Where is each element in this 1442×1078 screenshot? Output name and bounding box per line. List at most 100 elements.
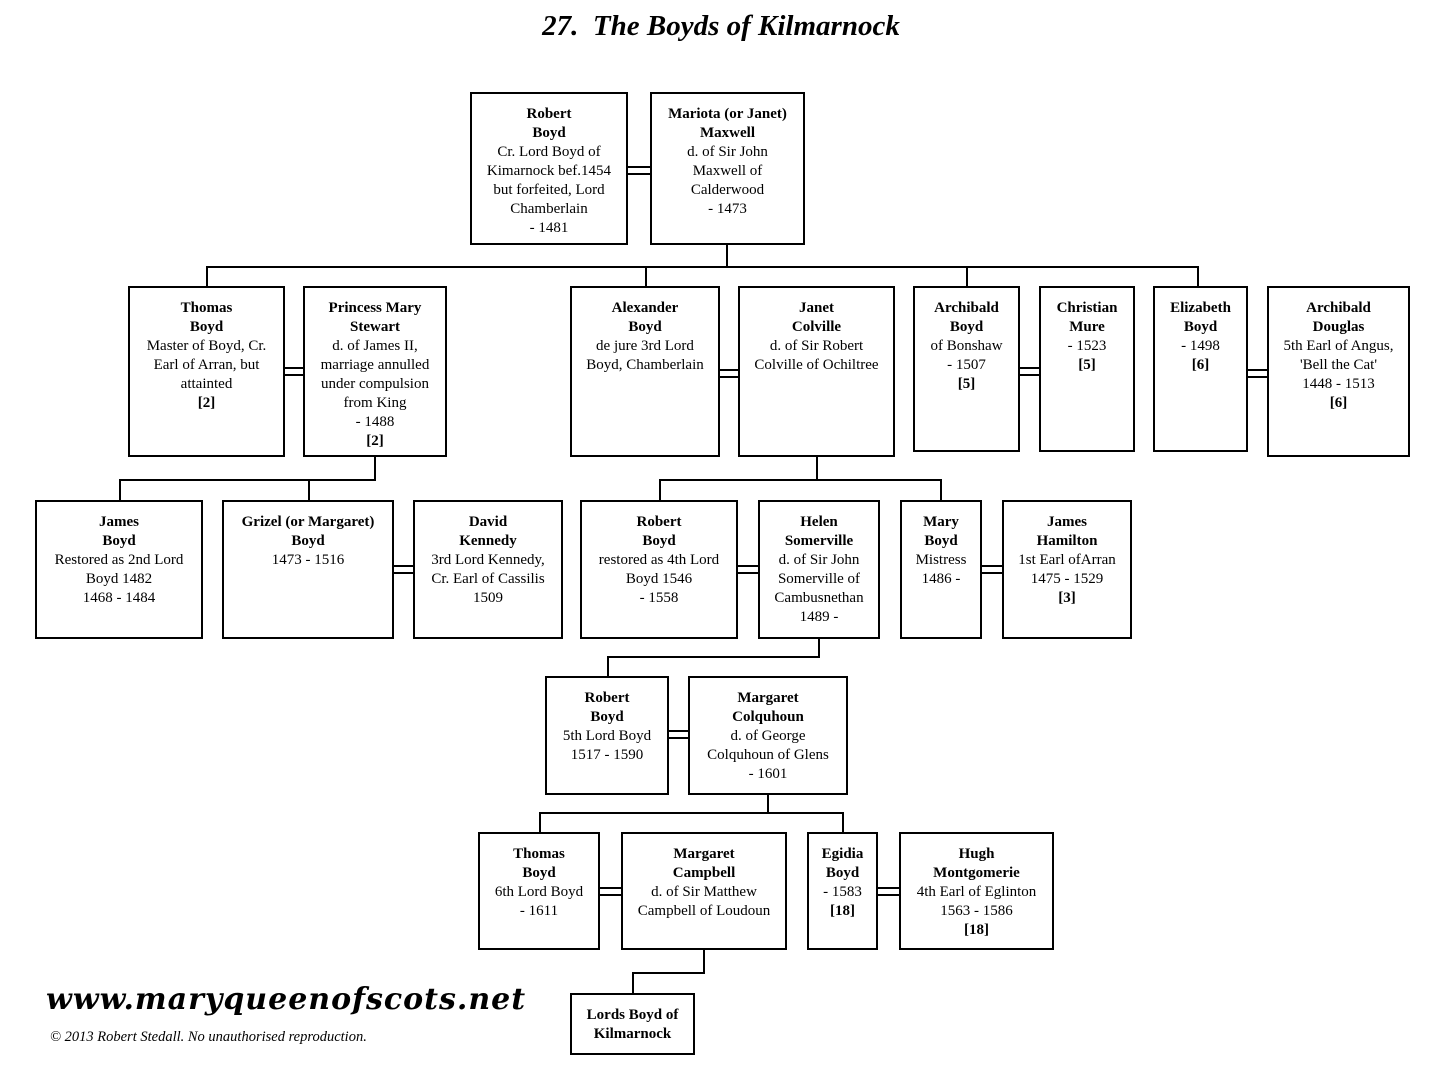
person-text-line: Boyd <box>532 125 566 141</box>
person-text-line: 1st Earl ofArran <box>1018 552 1116 568</box>
person-text-line: Kilmarnock <box>593 1026 672 1042</box>
person-text-line: - 1601 <box>748 766 788 782</box>
marriage-double-line <box>878 887 899 896</box>
marriage-double-line <box>600 887 621 896</box>
person-text-line: Colville of Ochiltree <box>754 357 879 373</box>
descent-connector-line <box>374 457 376 479</box>
person-text-line: Boyd <box>825 865 860 881</box>
descent-connector-line <box>818 639 820 656</box>
person-text-line: Egidia <box>821 846 864 862</box>
person-text-line: Grizel (or Margaret) <box>241 514 375 530</box>
person-text-line: Somerville of <box>777 571 861 587</box>
person-text-line: Campbell of Loudoun <box>637 903 771 919</box>
person-text-line: David <box>468 514 508 530</box>
person-text-line: Margaret <box>673 846 735 862</box>
person-text-line: 1563 - 1586 <box>940 903 1013 919</box>
person-text-line: Princess Mary <box>328 300 422 316</box>
person-text-line: Mary <box>923 514 959 530</box>
person-text-line: 5th Lord Boyd <box>562 728 652 744</box>
marriage-double-line <box>628 166 650 175</box>
person-text-line: marriage annulled <box>320 357 430 373</box>
marriage-double-line <box>394 565 413 574</box>
person-text-line: Douglas <box>1312 319 1365 335</box>
person-text-line: Robert <box>636 514 682 530</box>
descent-connector-line <box>940 479 942 500</box>
person-text-line: - 1611 <box>519 903 559 919</box>
person-text-line: Robert <box>584 690 630 706</box>
descent-connector-line <box>539 812 843 814</box>
person-text-line: James <box>99 514 139 530</box>
person-text-line: under compulsion <box>321 376 429 392</box>
person-text-line: Thomas <box>180 300 233 316</box>
person-text-line: - 1488 <box>355 414 395 430</box>
person-text-line: Maxwell of <box>692 163 763 179</box>
person-text-line: 1517 - 1590 <box>570 747 644 763</box>
marriage-double-line <box>669 730 688 739</box>
person-text-line: - 1481 <box>529 220 569 236</box>
watermark-site-text: www.maryqueenofscots.net <box>46 982 527 1017</box>
person-text-line: 1489 - <box>799 609 839 625</box>
descent-connector-line <box>632 972 705 974</box>
descent-connector-line <box>607 656 609 676</box>
descent-connector-line <box>767 795 769 812</box>
person-text-line: Archibald <box>1306 300 1371 316</box>
person-text-line: Cr. Earl of Cassilis <box>431 571 545 587</box>
person-text-line: Alexander <box>611 300 679 316</box>
person-text-line: Kennedy <box>459 533 517 549</box>
marriage-double-line <box>720 369 738 378</box>
person-text-line: d. of Sir Robert <box>769 338 864 354</box>
person-text-line: Colville <box>791 319 842 335</box>
person-text-line: 1486 - <box>921 571 961 587</box>
person-text-line: Earl of Arran, but <box>153 357 260 373</box>
person-text-line: de jure 3rd Lord <box>596 338 694 354</box>
person-text-line: Hamilton <box>1036 533 1098 549</box>
person-text-line: Colquhoun <box>732 709 804 725</box>
person-text-line: Colquhoun of Glens <box>707 747 829 763</box>
descent-connector-line <box>632 972 634 993</box>
person-text-line: - 1558 <box>639 590 679 606</box>
person-text-line: 'Bell the Cat' <box>1299 357 1378 373</box>
person-text-line: Boyd <box>522 865 556 881</box>
marriage-double-line <box>285 367 303 376</box>
person-text-line: Cr. Lord Boyd of <box>497 144 601 160</box>
person-text-line: Kimarnock bef.1454 <box>486 163 612 179</box>
page-title: 27. The Boyds of Kilmarnock <box>542 10 900 42</box>
marriage-double-line <box>1020 367 1039 376</box>
person-text-line: [3] <box>1058 590 1076 606</box>
marriage-double-line <box>738 565 758 574</box>
person-text-line: Maxwell <box>700 125 755 141</box>
descent-connector-line <box>206 266 1199 268</box>
person-text-line: d. of Sir Matthew <box>651 884 757 900</box>
person-text-line: Calderwood <box>690 182 765 198</box>
person-text-line: Lords Boyd of <box>586 1007 679 1023</box>
person-text-line: Margaret <box>737 690 799 706</box>
person-text-line: attainted <box>180 376 233 392</box>
person-text-line: [18] <box>830 903 855 919</box>
person-text-line: 1509 <box>473 590 503 606</box>
person-text-line: Boyd <box>590 709 624 725</box>
person-text-line: 3rd Lord Kennedy, <box>431 552 545 568</box>
descent-connector-line <box>119 479 121 500</box>
descent-connector-line <box>1197 266 1199 286</box>
copyright-text: © 2013 Robert Stedall. No unauthorised r… <box>50 1029 367 1045</box>
person-text-line: 6th Lord Boyd <box>494 884 584 900</box>
person-text-line: Elizabeth <box>1170 300 1231 316</box>
person-text-line: Chamberlain <box>510 201 588 217</box>
